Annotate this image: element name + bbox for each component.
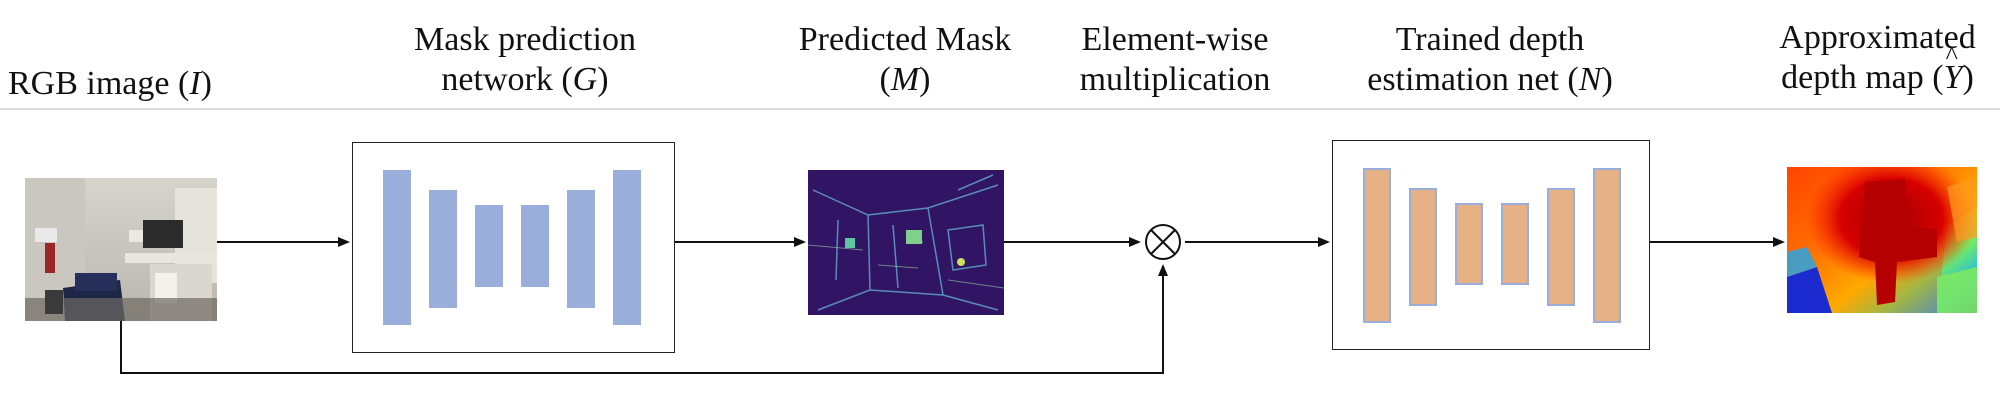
depth-decoder-layer-2 — [1547, 188, 1575, 306]
approx-depth-label: Approximated depth map (Y) — [1765, 18, 1990, 98]
approximated-depth-map-image — [1787, 167, 1977, 313]
predicted-mask-label: Predicted Mask (M) — [798, 21, 1012, 98]
rgb-image-label: RGB image (I) — [8, 65, 212, 102]
encoder-layer-3 — [475, 205, 503, 287]
decoder-layer-1 — [521, 205, 549, 287]
depth-encoder-layer-2 — [1409, 188, 1437, 306]
depth-estimation-network-box — [1332, 140, 1650, 350]
mask-prediction-network-box — [352, 142, 675, 353]
mask-network-label: Mask prediction network (G) — [414, 21, 636, 98]
depth-decoder-layer-1 — [1501, 203, 1529, 285]
encoder-layer-2 — [429, 190, 457, 308]
depth-decoder-layer-3 — [1593, 168, 1621, 323]
arrow-rgb-skip-to-operator — [120, 264, 1168, 374]
predicted-mask-image — [808, 170, 1004, 315]
circled-times-icon — [1143, 222, 1183, 262]
rgb-image — [25, 178, 217, 321]
depth-network-label: Trained depth estimation net (N) — [1367, 21, 1613, 98]
decoder-layer-3 — [613, 170, 641, 325]
header-divider — [0, 108, 2000, 110]
depth-encoder-layer-1 — [1363, 168, 1391, 323]
depth-encoder-layer-3 — [1455, 203, 1483, 285]
encoder-layer-1 — [383, 170, 411, 325]
elementwise-label: Element-wise multiplication — [1079, 21, 1271, 98]
decoder-layer-2 — [567, 190, 595, 308]
